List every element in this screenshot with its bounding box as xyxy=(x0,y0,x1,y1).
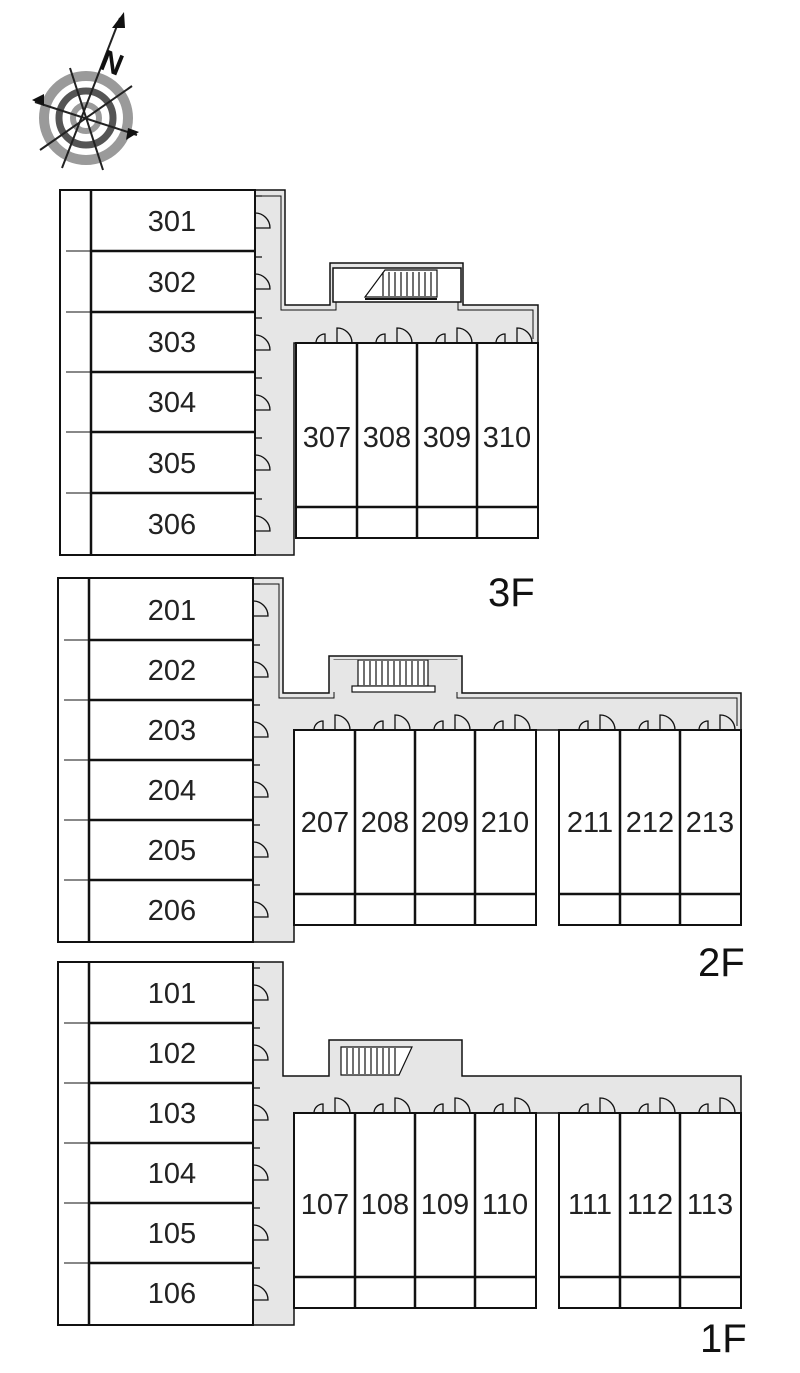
unit-label: 207 xyxy=(301,807,349,839)
unit-label: 201 xyxy=(148,595,196,627)
unit-label: 107 xyxy=(301,1189,349,1221)
compass-rose-icon: N xyxy=(32,12,139,171)
unit-label: 111 xyxy=(568,1189,612,1221)
unit-label: 112 xyxy=(627,1189,673,1221)
unit-label: 208 xyxy=(361,807,409,839)
unit-label: 113 xyxy=(687,1189,733,1221)
unit-label: 102 xyxy=(148,1038,196,1070)
floor-label: 2F xyxy=(698,941,745,985)
staircase xyxy=(340,1046,413,1076)
unit-label: 210 xyxy=(481,807,529,839)
unit-label: 110 xyxy=(482,1189,528,1221)
staircase xyxy=(332,267,462,303)
unit-label: 104 xyxy=(148,1158,196,1190)
unit-label: 301 xyxy=(148,206,196,238)
unit-label: 205 xyxy=(148,835,196,867)
unit-label: 206 xyxy=(148,895,196,927)
unit-label: 101 xyxy=(148,978,196,1010)
unit-label: 308 xyxy=(363,422,411,454)
floor-label: 3F xyxy=(488,571,535,615)
floor-label: 1F xyxy=(700,1317,747,1361)
unit-label: 211 xyxy=(567,807,613,839)
unit-label: 213 xyxy=(686,807,734,839)
unit-label: 203 xyxy=(148,715,196,747)
unit-label: 103 xyxy=(148,1098,196,1130)
unit-label: 204 xyxy=(148,775,196,807)
unit-label: 303 xyxy=(148,327,196,359)
floor-1f: 101 102 103 104 105 106 107 108 109 xyxy=(57,961,747,1361)
unit-label: 212 xyxy=(626,807,674,839)
unit-label: 310 xyxy=(483,422,531,454)
unit-label: 202 xyxy=(148,655,196,687)
unit-label: 106 xyxy=(148,1278,196,1310)
unit-label: 305 xyxy=(148,448,196,480)
unit-label: 307 xyxy=(303,422,351,454)
unit-label: 105 xyxy=(148,1218,196,1250)
floor-3f: 301 302 303 304 305 306 307 308 309 310 … xyxy=(59,189,539,615)
floor-2f: 201 202 203 204 205 206 207 208 209 xyxy=(57,577,745,985)
staircase xyxy=(333,659,459,693)
unit-label: 209 xyxy=(421,807,469,839)
unit-label: 109 xyxy=(421,1189,469,1221)
unit-label: 306 xyxy=(148,509,196,541)
unit-label: 304 xyxy=(148,387,196,419)
unit-label: 309 xyxy=(423,422,471,454)
unit-label: 302 xyxy=(148,267,196,299)
unit-label: 108 xyxy=(361,1189,409,1221)
